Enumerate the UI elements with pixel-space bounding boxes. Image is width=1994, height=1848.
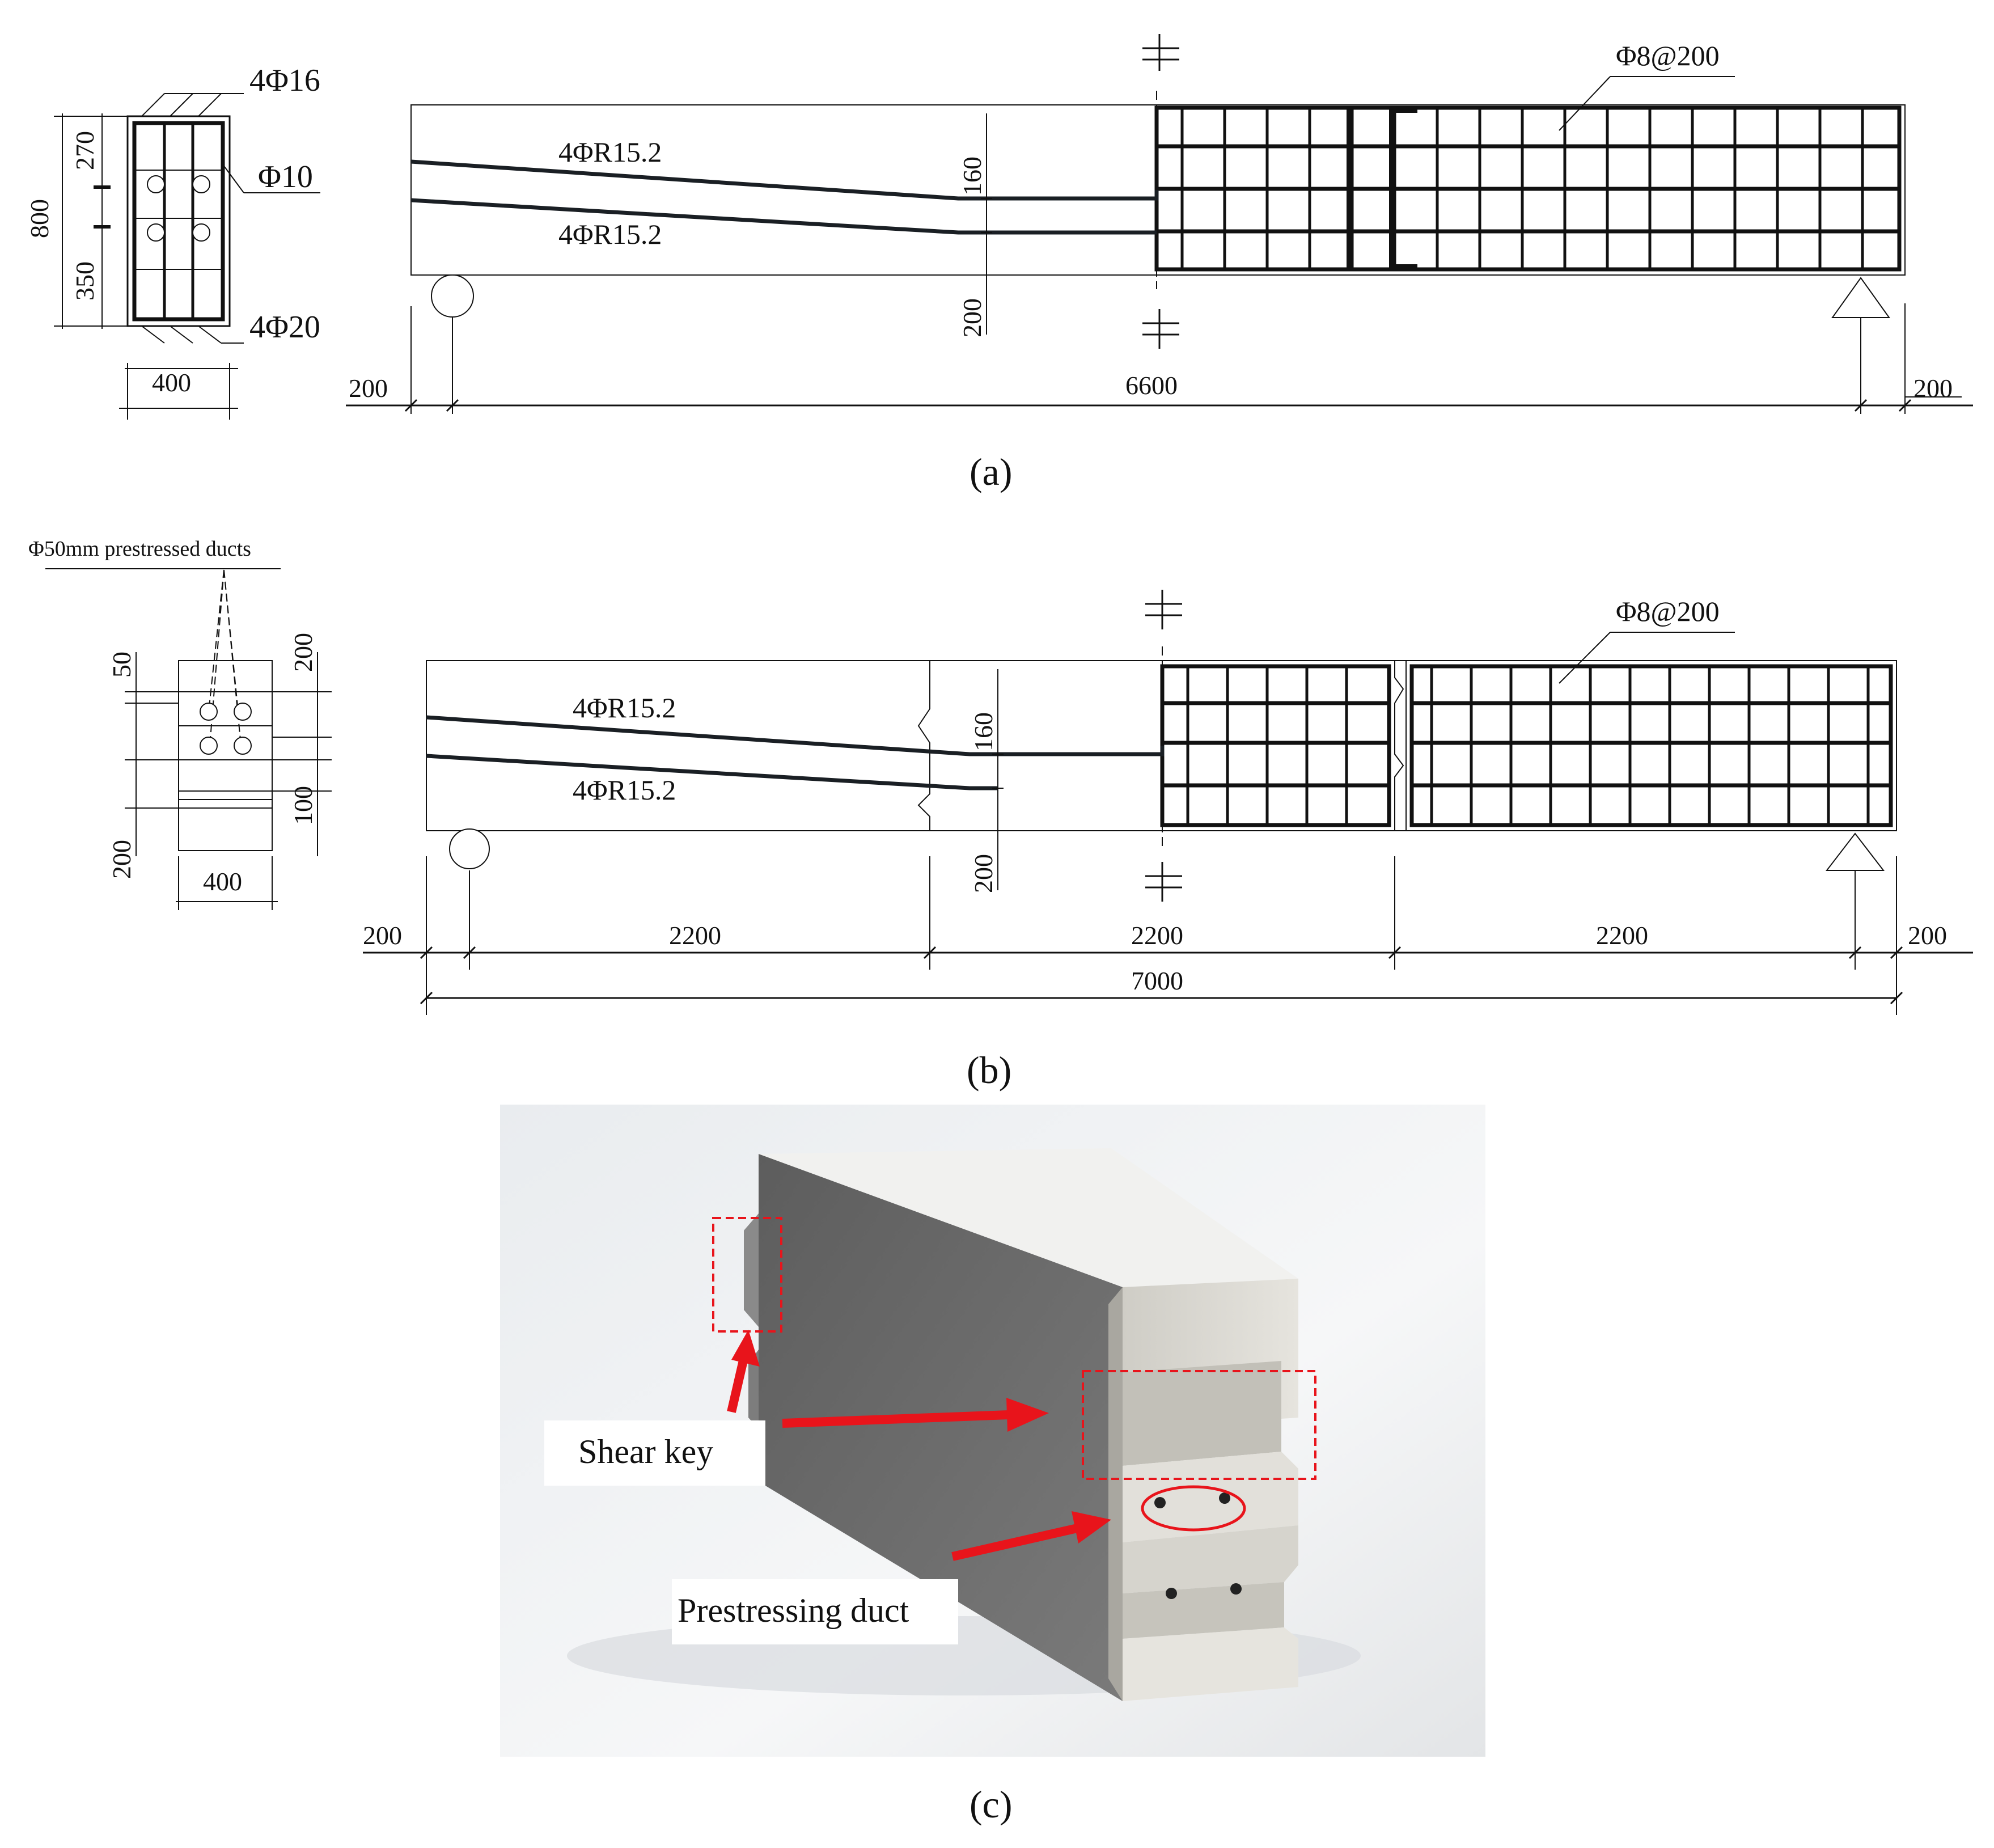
c-caption: (c) (970, 1783, 1012, 1826)
b-joint-2 (1394, 661, 1404, 831)
panel-a-cross-section: 4Φ16 Φ10 4Φ20 800 270 350 400 (25, 63, 320, 420)
a-section-width: 400 (152, 368, 191, 397)
a-roller-support (431, 274, 474, 318)
b-dim-100: 100 (289, 786, 317, 825)
b-dim-200: 200 (969, 854, 998, 893)
a-stirrup-cage (1154, 105, 1902, 272)
c-arrow-shear-key-end (782, 1398, 1049, 1432)
b-tendon-top (426, 715, 1165, 756)
b-tendon-top-label: 4ΦR15.2 (573, 692, 676, 724)
panel-a-elevation: 4ΦR15.2 4ΦR15.2 Φ8@200 160 200 200 6600 … (346, 34, 1973, 414)
a-stirrup-spacing-label: Φ8@200 (1616, 40, 1720, 71)
panel-c: Shear key Prestressing duct (c) (500, 1105, 1485, 1826)
panel-b: Φ50mm prestressed ducts (28, 537, 1973, 1092)
b-right-overhang: 200 (1908, 921, 1947, 950)
b-caption: (b) (967, 1048, 1011, 1092)
a-tendon-top (410, 159, 1159, 201)
panel-b-elevation: 4ΦR15.2 4ΦR15.2 Φ8@200 160 200 200 2200 … (363, 590, 1973, 1015)
a-left-overhang: 200 (349, 374, 388, 403)
c-shear-key-box-far (712, 1217, 782, 1333)
b-dim-50: 50 (107, 652, 136, 678)
a-dim-160: 160 (958, 157, 987, 196)
c-beam-side (759, 1154, 1123, 1701)
panel-a: 4Φ16 Φ10 4Φ20 800 270 350 400 (25, 34, 1973, 493)
a-tendon-bottom (410, 198, 1157, 235)
c-duct-hole (1166, 1588, 1177, 1599)
b-dim-200-left: 200 (107, 840, 136, 879)
b-dim-160: 160 (969, 712, 998, 751)
a-tendon-bottom-label: 4ΦR15.2 (558, 218, 662, 250)
b-stirrup-cage-1 (1160, 664, 1391, 827)
b-pin-support (1825, 832, 1885, 871)
b-ducts-note: Φ50mm prestressed ducts (28, 537, 251, 561)
a-bottom-bars-label: 4Φ20 (249, 310, 320, 345)
b-dim-200-right: 200 (289, 633, 317, 672)
a-dim-800: 800 (25, 199, 54, 238)
a-tendon-top-label: 4ΦR15.2 (558, 136, 662, 168)
b-roller-support (449, 828, 490, 869)
b-stirrup-cage-2 (1409, 664, 1893, 827)
a-dim-270: 270 (70, 131, 99, 170)
c-beam-end-face (1108, 1279, 1298, 1701)
b-section-width: 400 (203, 867, 242, 896)
c-label-shear-key: Shear key (578, 1433, 713, 1470)
b-left-overhang: 200 (363, 921, 402, 950)
b-segment-1: 2200 (669, 921, 721, 950)
b-joint-1 (917, 661, 930, 831)
b-stirrup-spacing-label: Φ8@200 (1616, 595, 1720, 627)
c-beam-top (759, 1148, 1298, 1287)
a-pin-support (1831, 277, 1890, 318)
b-segment-3: 2200 (1596, 921, 1648, 950)
c-duct-ellipse (1141, 1485, 1246, 1532)
c-far-shear-key (744, 1213, 759, 1327)
a-span: 6600 (1125, 371, 1178, 400)
b-tendon-bottom (426, 754, 998, 790)
c-duct-hole (1230, 1583, 1242, 1595)
b-tendon-bottom-label: 4ΦR15.2 (573, 774, 676, 806)
c-arrow-shear-key-far (727, 1330, 760, 1413)
c-duct-hole (1219, 1492, 1230, 1504)
b-segment-2: 2200 (1131, 921, 1183, 950)
panel-b-cross-section: Φ50mm prestressed ducts (28, 537, 332, 910)
a-top-bars-label: 4Φ16 (249, 63, 320, 98)
a-right-overhang: 200 (1913, 374, 1953, 403)
c-label-duct: Prestressing duct (678, 1592, 909, 1629)
a-dim-350: 350 (70, 261, 99, 301)
a-dim-200: 200 (958, 298, 987, 337)
a-stirrup-label: Φ10 (258, 159, 313, 194)
c-duct-hole (1154, 1497, 1166, 1508)
b-total: 7000 (1131, 966, 1183, 995)
c-shear-key-box-end (1082, 1370, 1316, 1480)
c-arrow-duct (951, 1511, 1111, 1561)
a-caption: (a) (970, 450, 1012, 493)
